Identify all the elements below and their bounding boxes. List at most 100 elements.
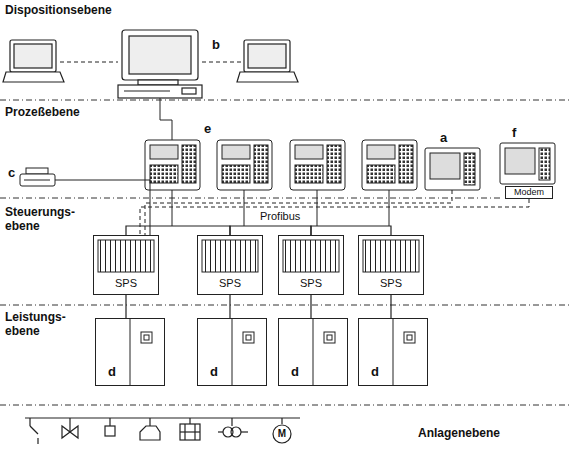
drive-cabinet	[232, 318, 233, 386]
operator-panel	[295, 145, 323, 159]
drive-cabinet-box: d	[278, 318, 348, 386]
operator-panel	[367, 165, 395, 183]
operator-panel	[145, 140, 200, 190]
field-device-symbols	[105, 426, 115, 436]
field-device-symbols	[149, 418, 150, 426]
operator-panel	[222, 165, 250, 183]
drive-cabinet	[144, 335, 149, 340]
field-device-symbols	[140, 426, 160, 440]
field-device-symbols	[231, 427, 241, 437]
personal-computer	[182, 88, 196, 94]
network-line	[202, 62, 244, 63]
plc-box: SPS	[358, 235, 424, 295]
level-name: Prozeßebene	[5, 106, 80, 120]
plc-rack	[363, 240, 419, 272]
operator-panel	[327, 145, 341, 183]
node-text: SPS	[300, 277, 322, 289]
field-device-symbols	[109, 418, 110, 426]
pc-link-line	[160, 98, 172, 140]
monitor-station	[425, 148, 480, 190]
personal-computer	[124, 90, 170, 91]
monitor-station	[430, 153, 460, 179]
personal-computer	[138, 80, 178, 85]
operator-panel	[222, 145, 250, 159]
callout-letter: b	[212, 38, 220, 53]
drive-cabinet-box: d	[358, 318, 428, 386]
field-device-symbols	[37, 438, 38, 444]
field-device-symbols	[273, 425, 291, 443]
dashed-link	[140, 190, 529, 235]
plc-rack	[98, 240, 154, 272]
node-text: SPS	[219, 277, 241, 289]
monitor-station	[500, 143, 555, 184]
bus-label: Profibus	[258, 210, 302, 223]
node-text: d	[108, 365, 116, 379]
operator-panel	[362, 140, 417, 190]
modem-box: Modem	[505, 186, 553, 199]
plc-rack	[98, 240, 419, 272]
laptop-computer	[244, 40, 290, 72]
operator-panel	[145, 140, 200, 190]
laptop-computer	[10, 40, 56, 72]
drive-cabinet	[404, 332, 415, 343]
field-device-symbols	[25, 417, 300, 418]
operator-panel	[182, 145, 196, 183]
connector-line	[126, 226, 230, 235]
operator-panel	[254, 145, 268, 183]
operator-panel	[217, 140, 272, 190]
monitor-station	[425, 148, 480, 190]
operator-panel	[290, 140, 345, 190]
field-device-symbols	[180, 424, 200, 440]
network-line	[60, 62, 118, 63]
connector-line	[230, 226, 311, 235]
printer	[20, 168, 55, 186]
drive-cabinet	[327, 335, 332, 340]
panel-drop-line	[244, 190, 245, 226]
operator-panel	[217, 140, 272, 190]
connector-line	[390, 295, 391, 318]
drive-cabinet-box: d	[95, 318, 165, 386]
connector-line	[125, 295, 126, 318]
printer	[20, 174, 55, 186]
callout-letter: a	[440, 131, 447, 146]
node-text: SPS	[115, 277, 137, 289]
field-device-symbols	[241, 431, 248, 432]
node-text: d	[210, 365, 218, 379]
drive-cabinet	[130, 318, 131, 386]
field-device-symbols	[69, 418, 70, 426]
plc-box: SPS	[197, 235, 263, 295]
laptop-computer	[14, 44, 52, 68]
level-separator	[0, 305, 569, 306]
plc-box: SPS	[278, 235, 344, 295]
drive-cabinet	[246, 335, 251, 340]
connector-line	[229, 295, 230, 318]
drive-cabinet	[141, 332, 152, 343]
field-device-symbols	[62, 426, 78, 438]
dashed-link	[140, 199, 529, 235]
operator-panel	[362, 140, 417, 190]
field-device-symbols	[218, 431, 223, 432]
field-device-symbols	[29, 418, 30, 426]
personal-computer	[129, 36, 191, 74]
drive-cabinet-box: d	[197, 318, 267, 386]
operator-panel	[150, 145, 178, 159]
field-device-symbols	[231, 418, 232, 426]
laptop-computer	[237, 40, 298, 82]
monitor-station	[539, 148, 550, 180]
drive-cabinet	[130, 318, 152, 386]
node-text: SPS	[380, 277, 402, 289]
laptop-computer	[237, 72, 298, 82]
laptop-computer	[248, 44, 286, 68]
level-name: Leistungs- ebene	[5, 311, 67, 339]
drive-cabinet	[313, 318, 314, 386]
level-separator	[0, 100, 569, 405]
operator-panel	[367, 145, 395, 159]
level-name: Anlagenebene	[418, 427, 500, 441]
operator-panel	[295, 165, 323, 183]
field-device-symbols	[30, 426, 38, 434]
operator-panel	[150, 165, 178, 183]
panel-drop-line	[172, 190, 173, 226]
level-separator	[0, 100, 569, 101]
operator-panel	[399, 145, 413, 183]
